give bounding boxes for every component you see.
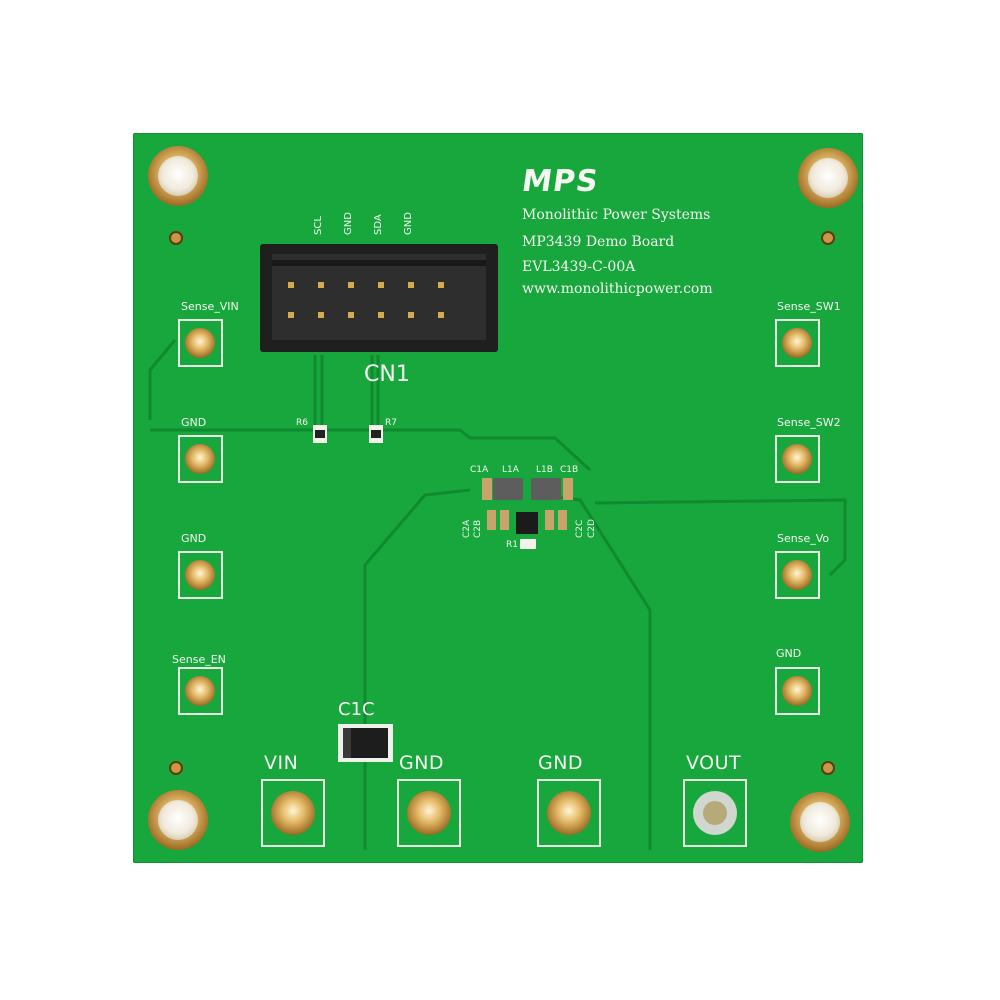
test-point-label: Sense_SW2 <box>777 416 841 429</box>
component-label: R6 <box>296 418 308 428</box>
capacitor-c2b <box>500 510 509 530</box>
test-point-label: Sense_EN <box>172 653 226 666</box>
inductor-l1b <box>531 478 561 500</box>
cn1-pin-label: GND <box>403 212 414 235</box>
part-number: EVL3439-C-00A <box>522 259 636 275</box>
power-terminal-label: VIN <box>264 752 299 774</box>
mounting-hole-tr <box>798 148 858 208</box>
brand-logo: MPS <box>519 164 601 199</box>
component-label: R7 <box>385 418 397 428</box>
test-point-label: GND <box>776 647 802 660</box>
resistor-r6 <box>313 425 327 443</box>
mounting-hole-tl <box>148 146 208 206</box>
component-label: C1A <box>470 465 489 475</box>
via <box>169 231 183 245</box>
company-name: Monolithic Power Systems <box>522 207 711 223</box>
test-point-label: GND <box>181 532 207 545</box>
component-label: L1B <box>536 465 553 475</box>
capacitor-c1a <box>482 478 492 500</box>
trace-right-bus <box>594 498 847 577</box>
inductor-l1a <box>493 478 523 500</box>
website-url: www.monolithicpower.com <box>522 281 713 297</box>
test-point-label: Sense_Vo <box>777 532 830 545</box>
resistor-r7 <box>369 425 383 443</box>
ic-mp3439 <box>516 512 538 534</box>
resistor-r1 <box>520 539 536 549</box>
component-label: R1 <box>506 540 518 550</box>
component-label: C2A <box>462 519 472 538</box>
power-terminal-label: GND <box>538 752 584 774</box>
via <box>169 761 183 775</box>
via <box>821 761 835 775</box>
mounting-hole-bl <box>148 790 208 850</box>
cn1-pin-label: SCL <box>313 216 324 235</box>
power-terminal-label: GND <box>399 752 445 774</box>
power-terminal-pads <box>261 779 747 847</box>
capacitor-c1b <box>563 478 573 500</box>
capacitor-c2d <box>558 510 567 530</box>
product-name: MP3439 Demo Board <box>522 234 675 250</box>
via <box>821 231 835 245</box>
component-label: C2B <box>473 519 483 538</box>
test-point-pads <box>178 319 820 715</box>
power-terminal-label: VOUT <box>686 752 742 774</box>
cn1-header-shroud <box>260 244 498 352</box>
test-point-label: Sense_SW1 <box>777 300 841 313</box>
component-label: C1C <box>338 699 375 720</box>
cn1-pin-label: SDA <box>373 214 384 235</box>
mounting-hole-br <box>790 792 850 852</box>
component-label: C2C <box>575 519 585 538</box>
mounting-holes <box>148 146 858 852</box>
component-label: C2D <box>587 519 597 538</box>
component-label: L1A <box>502 465 519 475</box>
trace-vin-region <box>363 488 471 850</box>
trace-top-left <box>148 339 177 420</box>
test-point-label: GND <box>181 416 207 429</box>
capacitor-c1c <box>338 724 393 762</box>
cn1-pin-label: GND <box>343 212 354 235</box>
cn1-label: CN1 <box>364 362 410 387</box>
capacitor-c2c <box>545 510 554 530</box>
capacitor-c2a <box>487 510 496 530</box>
test-point-label: Sense_VIN <box>181 300 239 313</box>
trace-split-left <box>150 428 592 472</box>
component-label: C1B <box>560 465 579 475</box>
